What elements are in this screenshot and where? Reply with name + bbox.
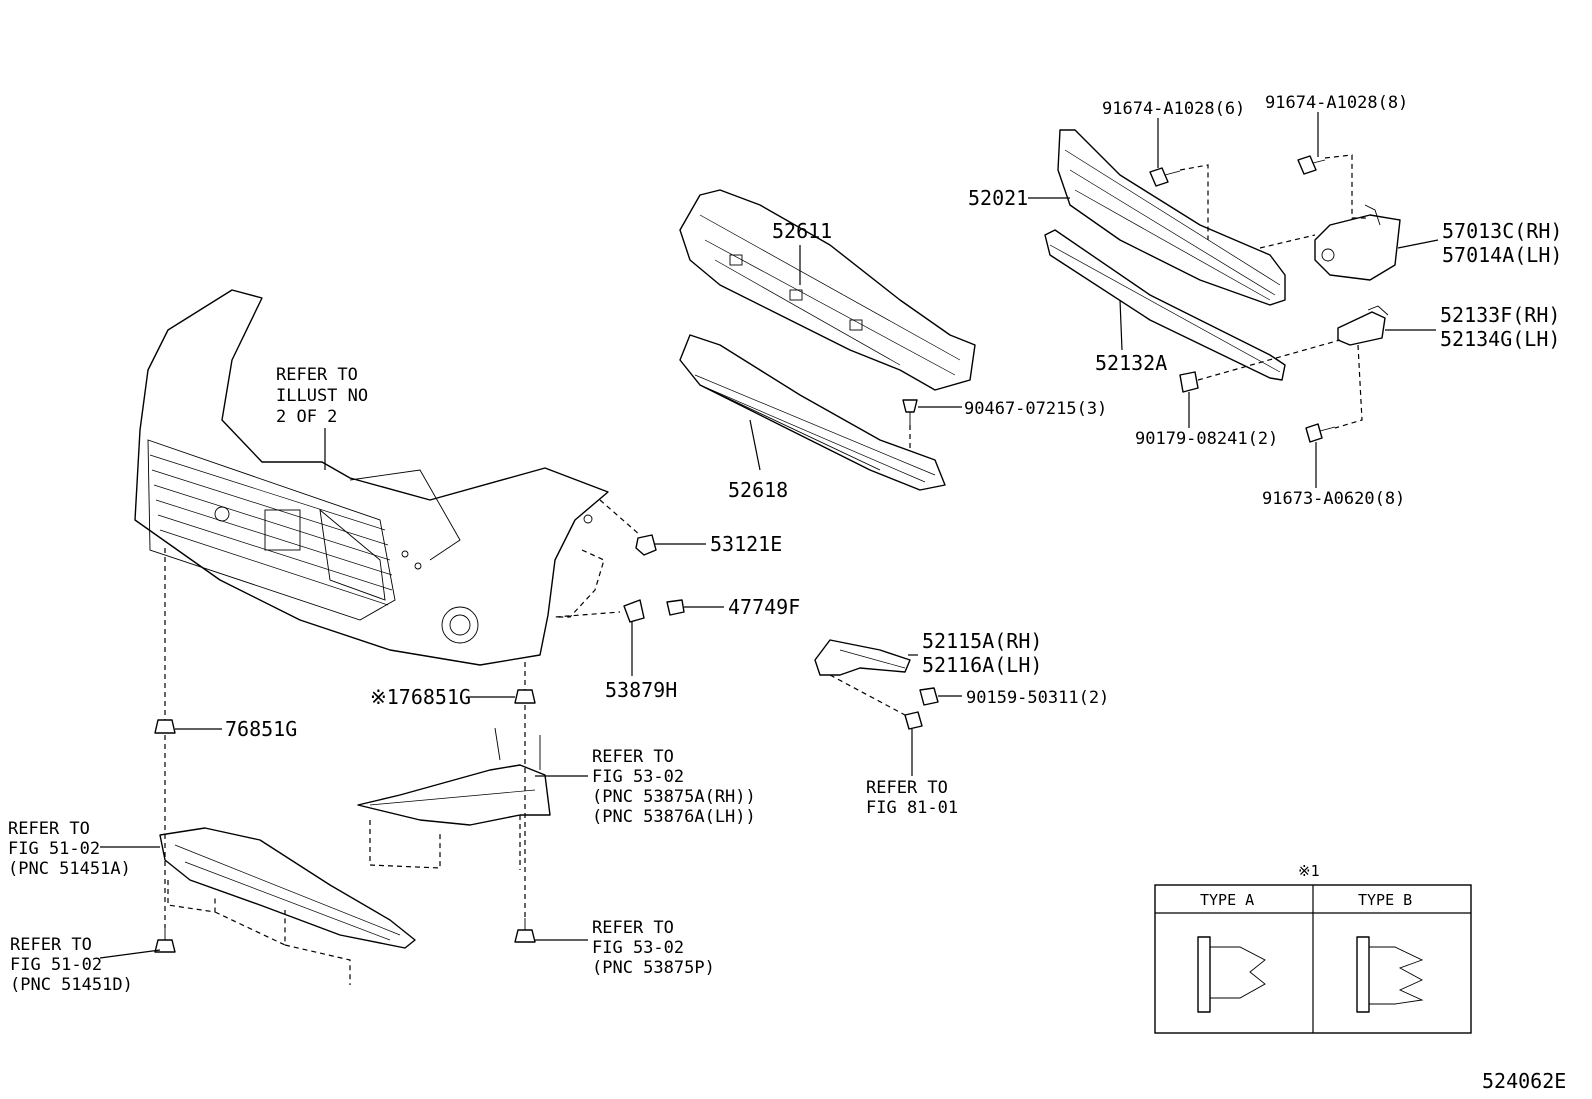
nut-90179[interactable] bbox=[1179, 371, 1199, 393]
clip-76851g[interactable] bbox=[154, 719, 176, 734]
label-91674-8: 91674-A1028(8) bbox=[1265, 93, 1408, 113]
type-a-clip-icon bbox=[1197, 936, 1266, 1013]
refer-51-d-line-2: FIG 51-02 bbox=[10, 955, 102, 975]
retainer-53879h[interactable] bbox=[623, 599, 645, 623]
label-52134g: 52134G(LH) bbox=[1440, 327, 1560, 351]
bolt-91674-8[interactable] bbox=[1297, 155, 1326, 175]
type-b-clip-icon bbox=[1356, 936, 1424, 1013]
label-91674-6: 91674-A1028(6) bbox=[1102, 99, 1245, 119]
refer-51-a-line-2: FIG 51-02 bbox=[8, 839, 100, 859]
leader-lines bbox=[99, 112, 1439, 959]
nut-47749f[interactable] bbox=[666, 599, 685, 616]
clip-76851g-star[interactable] bbox=[514, 689, 536, 704]
bolt-81-01[interactable] bbox=[904, 711, 923, 730]
refer-81-line-2: FIG 81-01 bbox=[866, 798, 958, 818]
label-76851g: 76851G bbox=[225, 717, 297, 741]
refer-illust-line-1: REFER TO bbox=[276, 365, 358, 385]
lower-absorber-52618[interactable] bbox=[679, 334, 946, 491]
label-90467: 90467-07215(3) bbox=[964, 399, 1107, 419]
label-52618: 52618 bbox=[728, 478, 788, 502]
refer-53-p-line-2: FIG 53-02 bbox=[592, 938, 684, 958]
label-52116a: 52116A(LH) bbox=[922, 653, 1042, 677]
bolt-91673[interactable] bbox=[1305, 423, 1336, 443]
front-bumper-cover[interactable] bbox=[134, 289, 609, 666]
clip-type-table: ※1 TYPE A TYPE B bbox=[1154, 862, 1472, 1034]
label-52115a: 52115A(RH) bbox=[922, 629, 1042, 653]
refer-53-a-line-1: REFER TO bbox=[592, 747, 674, 767]
bumper-stiffener-52132a[interactable] bbox=[1044, 229, 1286, 381]
refer-illust-line-3: 2 OF 2 bbox=[276, 407, 337, 427]
refer-51-d-line-3: (PNC 51451D) bbox=[10, 975, 133, 995]
refer-53-a-line-4: (PNC 53876A(LH)) bbox=[592, 807, 756, 827]
label-90179: 90179-08241(2) bbox=[1135, 429, 1278, 449]
callout-labels: REFER TO ILLUST NO 2 OF 2 52611 52618 90… bbox=[8, 93, 1562, 995]
refer-53-a-line-3: (PNC 53875A(RH)) bbox=[592, 787, 756, 807]
side-support-52115a[interactable] bbox=[814, 639, 911, 676]
screw-51451d[interactable] bbox=[154, 928, 176, 953]
label-52611: 52611 bbox=[772, 219, 832, 243]
label-53879h: 53879H bbox=[605, 678, 677, 702]
engine-under-cover-rh[interactable] bbox=[357, 727, 551, 826]
label-57013c: 57013C(RH) bbox=[1442, 219, 1562, 243]
engine-under-cover-center[interactable] bbox=[159, 827, 416, 949]
clip-53121e[interactable] bbox=[635, 534, 657, 556]
label-53121e: 53121E bbox=[710, 532, 782, 556]
refer-illust-line-2: ILLUST NO bbox=[276, 386, 368, 406]
bolt-91674-6[interactable] bbox=[1149, 167, 1181, 187]
label-57014a: 57014A(LH) bbox=[1442, 243, 1562, 267]
label-52021: 52021 bbox=[968, 186, 1028, 210]
type-a-header: TYPE A bbox=[1200, 891, 1254, 909]
refer-53-p-line-3: (PNC 53875P) bbox=[592, 958, 715, 978]
label-76851g-star: ※176851G bbox=[370, 685, 471, 709]
refer-53-a-line-2: FIG 53-02 bbox=[592, 767, 684, 787]
label-47749f: 47749F bbox=[728, 595, 800, 619]
assembly-lines bbox=[164, 154, 1368, 985]
retainer-52133f[interactable] bbox=[1337, 305, 1389, 346]
bracket-57013c[interactable] bbox=[1314, 204, 1401, 281]
label-52133f: 52133F(RH) bbox=[1440, 303, 1560, 327]
refer-53-p-line-1: REFER TO bbox=[592, 918, 674, 938]
bolt-90159[interactable] bbox=[919, 687, 939, 706]
label-91673: 91673-A0620(8) bbox=[1262, 489, 1405, 509]
refer-51-d-line-1: REFER TO bbox=[10, 935, 92, 955]
type-table-marker: ※1 bbox=[1298, 862, 1320, 880]
refer-51-a-line-1: REFER TO bbox=[8, 819, 90, 839]
refer-81-line-1: REFER TO bbox=[866, 778, 948, 798]
bumper-reinforcement-52021[interactable] bbox=[1057, 129, 1286, 306]
clip-90467[interactable] bbox=[902, 399, 918, 425]
refer-51-a-line-3: (PNC 51451A) bbox=[8, 859, 131, 879]
type-b-header: TYPE B bbox=[1358, 891, 1412, 909]
label-90159: 90159-50311(2) bbox=[966, 688, 1109, 708]
figure-code: 524062E bbox=[1482, 1069, 1566, 1093]
energy-absorber-52611[interactable] bbox=[679, 189, 976, 391]
label-52132a: 52132A bbox=[1095, 351, 1167, 375]
screw-53875p[interactable] bbox=[514, 918, 536, 943]
